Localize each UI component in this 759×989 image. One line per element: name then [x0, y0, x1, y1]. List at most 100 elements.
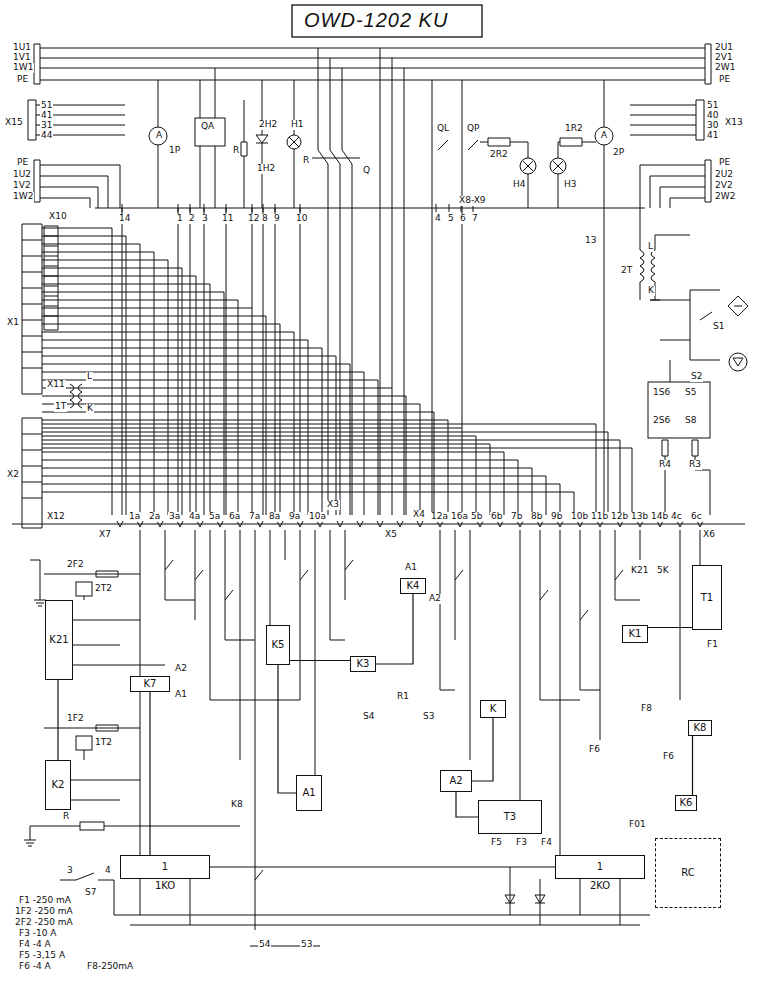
schematic-label: 2F2 -250 mA: [14, 918, 74, 928]
schematic-label: 3: [66, 866, 74, 876]
schematic-label: 1V2: [12, 181, 32, 191]
schematic-label: A: [600, 131, 608, 141]
schematic-label: R: [232, 146, 240, 156]
control-wiring: [140, 530, 700, 930]
schematic-label: F8-250mA: [86, 962, 134, 972]
schematic-label: 10: [295, 214, 308, 224]
ammeter-symbol: [595, 127, 613, 145]
schematic-label: X6: [702, 530, 716, 540]
schematic-label: 1a: [128, 512, 141, 522]
schematic-label: X11: [46, 380, 66, 390]
wire-connector: [290, 660, 350, 661]
transformer-box: [76, 736, 92, 750]
schematic-label: F01: [628, 820, 647, 830]
schematic-label: F5: [490, 838, 503, 848]
schematic-label: R3: [688, 460, 702, 470]
component-box: T3: [478, 800, 542, 834]
resistor-symbol: [80, 822, 104, 830]
schematic-label: A2: [428, 594, 442, 604]
component-label: K2: [52, 779, 65, 791]
schematic-label: X5: [384, 530, 398, 540]
component-label: 1: [597, 861, 603, 873]
wire-connector: [648, 627, 692, 628]
component-box: K21: [45, 600, 73, 680]
schematic-label: X1: [6, 318, 20, 328]
schematic-label: S5: [684, 388, 697, 398]
schematic-label: 30: [706, 121, 719, 131]
schematic-label: X2: [6, 470, 20, 480]
schematic-label: QA: [200, 122, 215, 132]
schematic-label: 1W1: [12, 63, 34, 73]
schematic-label: PE: [718, 75, 731, 85]
schematic-label: H1: [290, 120, 305, 130]
left-wiring: [24, 560, 240, 915]
schematic-label: 4: [434, 214, 442, 224]
diagram-title: OWD-1202 KU: [302, 9, 450, 31]
resistor-symbol: [241, 138, 582, 156]
schematic-label: 1W2: [12, 192, 34, 202]
schematic-label: 6a: [228, 512, 241, 522]
schematic-label: PE: [718, 158, 731, 168]
component-label: K: [490, 703, 497, 715]
schematic-label: F6: [662, 752, 675, 762]
schematic-label: PE: [16, 75, 29, 85]
component-label: K5: [272, 639, 285, 651]
lamp-symbol: [520, 158, 536, 174]
component-label: K3: [357, 658, 370, 670]
power-bus: [36, 48, 705, 250]
schematic-label: 3: [201, 214, 209, 224]
component-box: K4: [400, 578, 426, 594]
schematic-label: X15: [4, 118, 24, 128]
component-label: 1: [162, 861, 168, 873]
schematic-label: 2W1: [714, 63, 736, 73]
fuse-symbol: [96, 571, 118, 731]
schematic-label: S7: [84, 888, 97, 898]
schematic-label: X13: [724, 118, 744, 128]
schematic-label: 11: [221, 214, 234, 224]
schematic-label: 1R2: [564, 124, 584, 134]
schematic-label: 2F2: [66, 560, 85, 570]
component-label: T3: [504, 811, 516, 823]
wire-connector: [456, 792, 478, 817]
schematic-label: 7: [471, 214, 479, 224]
schematic-label: A1: [404, 563, 418, 573]
component-box: K6: [675, 795, 697, 811]
wire-connector: [149, 692, 150, 855]
schematic-label: 14: [118, 214, 131, 224]
schematic-label: S2: [690, 372, 703, 382]
schematic-label: 2V1: [714, 53, 734, 63]
component-label: RC: [681, 867, 694, 879]
schematic-label: 44: [40, 131, 53, 141]
schematic-label: 2R2: [489, 150, 509, 160]
schematic-label: 41: [706, 131, 719, 141]
schematic-label: 12b: [610, 512, 629, 522]
schematic-label: 2T: [620, 266, 633, 276]
schematic-label: 7a: [248, 512, 261, 522]
component-box: A1: [296, 775, 322, 811]
schematic-label: 41: [40, 111, 53, 121]
schematic-label: 2a: [148, 512, 161, 522]
schematic-label: 2: [188, 214, 196, 224]
schematic-label: A1: [174, 690, 188, 700]
schematic-label: 13: [584, 236, 597, 246]
schematic-label: 2V2: [714, 181, 734, 191]
schematic-label: 1T2: [94, 738, 113, 748]
component-box: K: [480, 700, 506, 718]
schematic-label: K: [86, 404, 94, 414]
schematic-label: 2P: [612, 148, 625, 158]
schematic-label: F6 -4 A: [18, 962, 52, 972]
component-box: K7: [130, 676, 170, 692]
schematic-label: 5: [447, 214, 455, 224]
schematic-label: A: [155, 131, 163, 141]
schematic-label: 1U1: [12, 43, 32, 53]
schematic-label: 2T2: [94, 584, 113, 594]
schematic-label: 54: [258, 940, 271, 950]
schematic-label: F3 -10 A: [18, 929, 57, 939]
schematic-label: 11b: [590, 512, 609, 522]
schematic-label: F6: [588, 745, 601, 755]
schematic-label: 2S6: [652, 416, 671, 426]
component-box: K8: [688, 720, 712, 736]
component-box: A2: [440, 770, 472, 792]
breaker-symbol: [195, 118, 225, 146]
